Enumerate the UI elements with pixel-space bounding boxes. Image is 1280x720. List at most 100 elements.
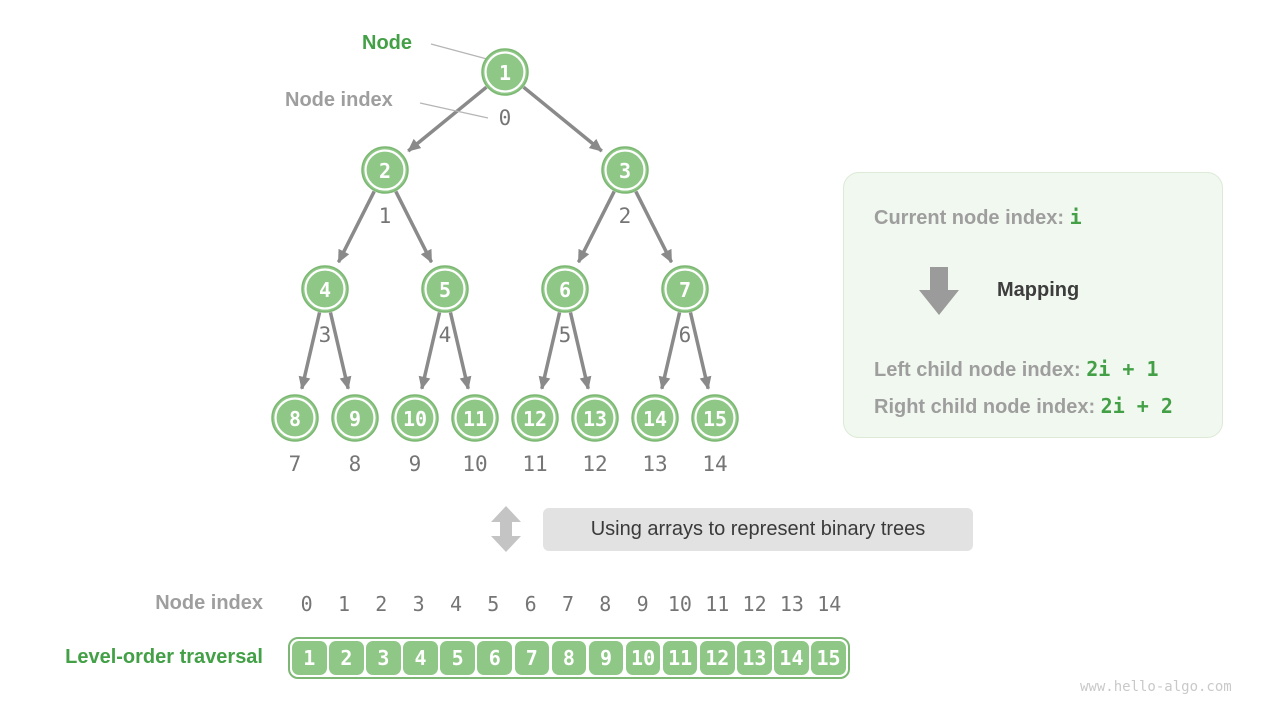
down-arrow-icon — [919, 267, 959, 315]
tree-node-value: 7 — [679, 278, 691, 302]
array-cell: 6 — [477, 641, 512, 675]
node-index-label: Node index — [285, 89, 393, 111]
tree-node-index: 12 — [582, 452, 607, 476]
tree-node-index: 6 — [679, 323, 692, 347]
array-index: 10 — [667, 592, 692, 616]
array-index: 1 — [337, 592, 351, 616]
tree-node-value: 3 — [619, 159, 631, 183]
right-child-line: Right child node index: 2i + 2 — [874, 394, 1173, 419]
tree-node-value: 2 — [379, 159, 391, 183]
caption-pill: Using arrays to represent binary trees — [543, 508, 973, 551]
tree-node-value: 9 — [349, 407, 361, 431]
array-index: 9 — [636, 592, 649, 616]
array-cell: 4 — [403, 641, 438, 675]
tree-node-13: 13 — [571, 394, 619, 442]
tree-node-15: 15 — [691, 394, 739, 442]
tree-node-value: 1 — [499, 61, 511, 85]
tree-edge — [658, 311, 682, 390]
current-node-index-line: Current node index: i — [874, 205, 1082, 230]
array-cell: 3 — [366, 641, 401, 675]
tree-node-1: 1 — [481, 48, 529, 96]
node-label: Node — [362, 32, 412, 54]
tree-node-index: 8 — [349, 452, 362, 476]
left-child-label: Left child node index: — [874, 359, 1081, 381]
tree-node-index: 7 — [289, 452, 302, 476]
tree-node-index: 1 — [379, 204, 392, 228]
tree-node-value: 5 — [439, 278, 451, 302]
array-cell: 12 — [700, 641, 735, 675]
left-child-formula: 2i + 1 — [1086, 357, 1159, 381]
tree-node-value: 6 — [559, 278, 571, 302]
array-index: 5 — [487, 592, 500, 616]
tree-node-value: 10 — [403, 407, 427, 431]
current-node-index-value: i — [1069, 205, 1082, 229]
tree-edge — [538, 311, 562, 390]
tree-node-value: 12 — [523, 407, 547, 431]
tree-node-value: 13 — [583, 407, 607, 431]
tree-edge — [688, 311, 712, 390]
tree-edge — [522, 85, 603, 153]
current-node-index-label: Current node index: — [874, 207, 1065, 229]
array-index: 7 — [561, 592, 574, 616]
tree-node-5: 5 — [421, 265, 469, 313]
up-down-arrow-icon — [491, 506, 521, 552]
array-cell: 8 — [551, 641, 587, 675]
tree-node-index: 3 — [319, 323, 332, 347]
right-child-formula: 2i + 2 — [1100, 394, 1173, 418]
array-cell: 9 — [588, 641, 624, 675]
tree-node-6: 6 — [541, 265, 589, 313]
tree-edge — [328, 311, 352, 390]
tree-edge — [634, 190, 674, 264]
tree-node-index: 9 — [409, 452, 422, 476]
tree-edge — [407, 85, 488, 153]
mapping-info-box: Current node index: i Mapping Left child… — [843, 172, 1223, 438]
tree-node-7: 7 — [661, 265, 709, 313]
tree-node-index: 2 — [619, 204, 632, 228]
tree-node-value: 11 — [463, 407, 487, 431]
tree-node-value: 15 — [703, 407, 727, 431]
array-cell: 14 — [774, 641, 809, 675]
tree-node-11: 11 — [451, 394, 499, 442]
tree-node-value: 14 — [643, 407, 667, 431]
tree-node-index: 4 — [439, 323, 452, 347]
array-index: 11 — [705, 592, 730, 616]
array-cell: 5 — [440, 641, 475, 675]
bottom-node-index-label: Node index — [155, 592, 263, 614]
array-index: 3 — [412, 592, 425, 616]
tree-edge — [298, 311, 322, 390]
left-child-line: Left child node index: 2i + 1 — [874, 357, 1158, 382]
tree-node-index: 5 — [559, 323, 572, 347]
tree-edge — [336, 190, 376, 264]
mapping-label: Mapping — [997, 279, 1080, 301]
array-index: 2 — [375, 592, 388, 616]
tree-edge — [576, 190, 616, 264]
tree-node-index: 11 — [522, 452, 547, 476]
array-index: 4 — [449, 592, 462, 616]
level-order-traversal-label: Level-order traversal — [65, 646, 263, 668]
tree-node-2: 2 — [361, 146, 409, 194]
tree-edge — [568, 311, 592, 390]
array-cell: 15 — [811, 641, 846, 675]
array-index: 13 — [779, 592, 804, 616]
tree-node-3: 3 — [601, 146, 649, 194]
node-index-pointer-line — [419, 102, 489, 119]
tree-node-10: 10 — [391, 394, 439, 442]
array-cell: 11 — [662, 641, 698, 675]
array-index: 0 — [300, 592, 313, 616]
tree-node-value: 8 — [289, 407, 301, 431]
tree-node-index: 10 — [462, 452, 487, 476]
array-cell: 13 — [737, 641, 772, 675]
tree-node-index: 0 — [499, 106, 512, 130]
tree-edge — [418, 311, 442, 390]
tree-node-12: 12 — [511, 394, 559, 442]
tree-edge — [448, 311, 472, 390]
array-cell: 2 — [329, 641, 364, 675]
array-index: 6 — [524, 592, 537, 616]
tree-node-value: 4 — [319, 278, 331, 302]
tree-node-8: 8 — [271, 394, 319, 442]
watermark: www.hello-algo.com — [1080, 679, 1232, 695]
array-cell: 7 — [514, 641, 550, 675]
array-index: 8 — [599, 592, 612, 616]
